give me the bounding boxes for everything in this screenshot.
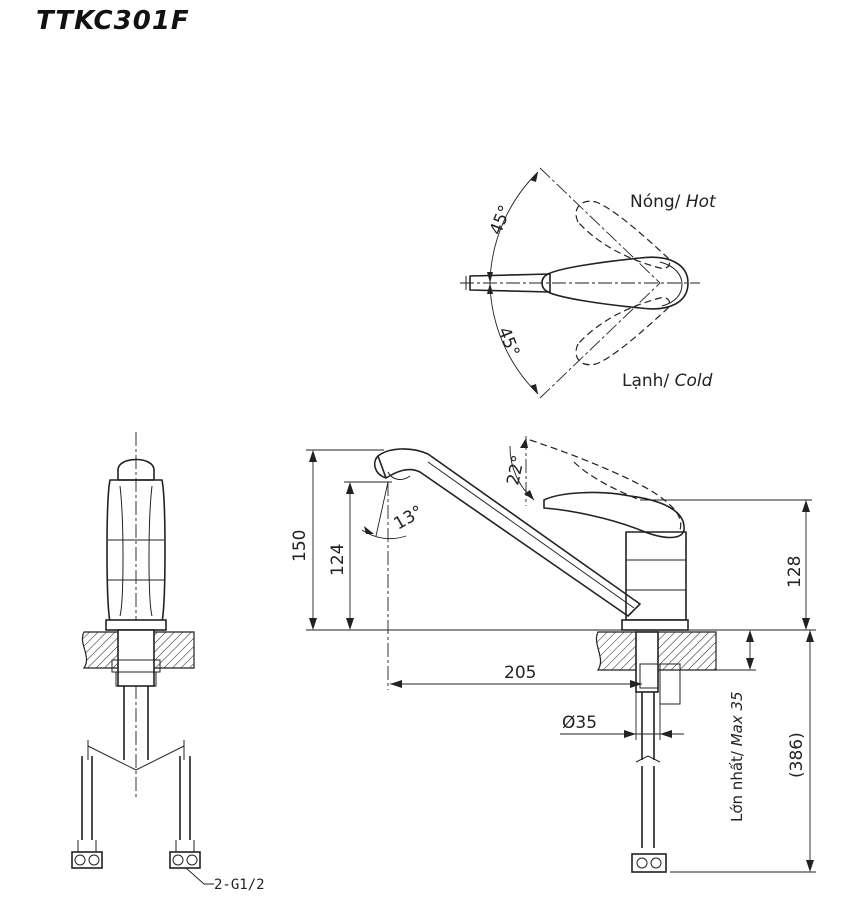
cold-label: Lạnh/ Cold <box>622 371 713 391</box>
dim-total-height: 150 <box>290 530 310 562</box>
dim-hole-diameter: Ø35 <box>562 713 597 733</box>
side-view: 150 124 13° 22° 205 Ø35 12 <box>290 436 816 873</box>
angle-handle-label: 22° <box>503 453 529 487</box>
dim-spout-height: 124 <box>328 544 348 576</box>
model-title: TTKC301F <box>36 6 190 36</box>
hot-label: Nóng/ Hot <box>630 192 717 212</box>
angle-top-label: 45° <box>486 202 516 237</box>
dim-below-counter: (386) <box>787 732 807 778</box>
top-view: 45° 45° Nóng/ Hot Lạnh/ Cold <box>460 167 717 399</box>
max-thickness-label: Lớn nhất/ Max 35 <box>728 691 746 822</box>
dim-reach: 205 <box>504 663 536 683</box>
angle-bottom-label: 45° <box>493 324 523 359</box>
connector-label: 2-G1/2 <box>214 877 265 893</box>
front-view: 2-G1/2 <box>71 432 265 893</box>
angle-spout-label: 13° <box>391 502 427 534</box>
dim-body-height: 128 <box>785 556 805 588</box>
